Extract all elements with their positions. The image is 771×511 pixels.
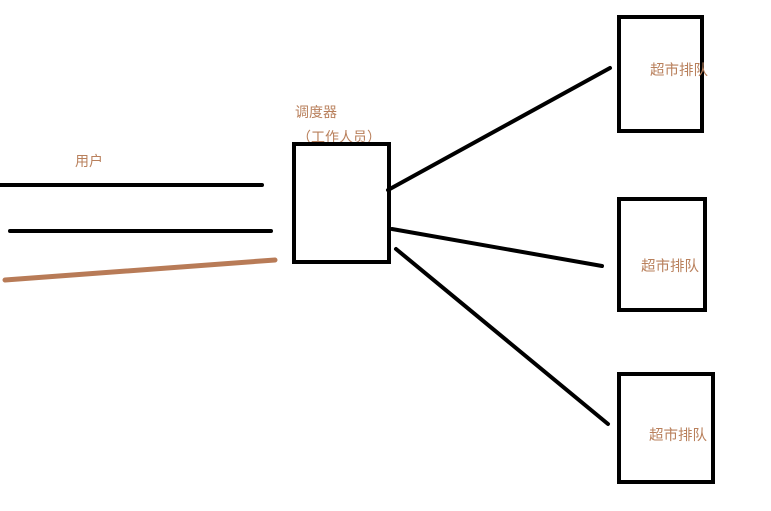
queue-box-2	[617, 197, 707, 312]
queue-label-2: 超市排队	[641, 258, 699, 275]
users-label: 用户	[75, 153, 103, 170]
scheduler-box	[292, 142, 391, 264]
queue-label-1: 超市排队	[650, 62, 708, 79]
connector-line-1	[386, 66, 612, 192]
scheduler-label: 调度器	[295, 105, 337, 121]
connector-line-2	[390, 227, 604, 268]
queue-box-3	[617, 372, 715, 484]
connector-line-3	[394, 247, 610, 426]
queue-box-1	[617, 15, 704, 133]
user-line-3	[2, 257, 278, 283]
queue-label-3: 超市排队	[649, 427, 707, 444]
